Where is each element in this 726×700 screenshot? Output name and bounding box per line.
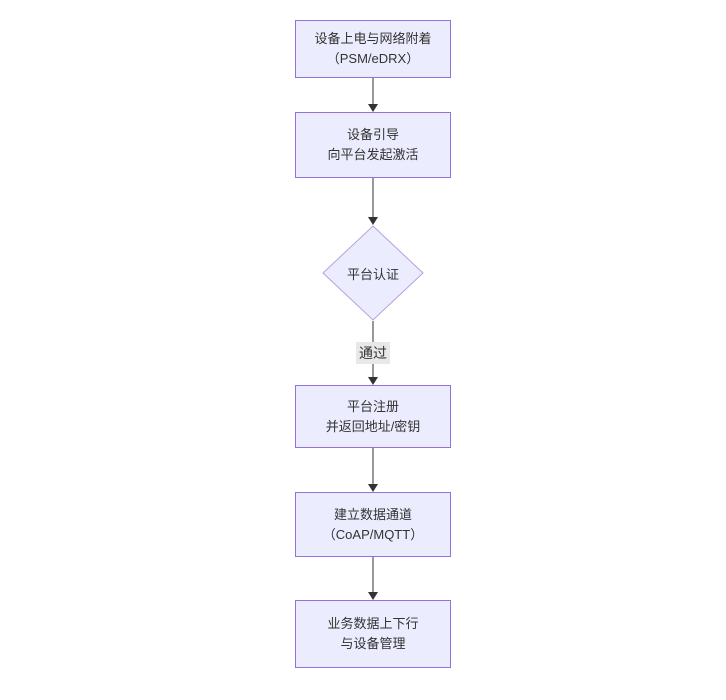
arrow-register-to-channel [367,448,379,492]
node-text-line: 平台认证 [346,266,399,282]
diamond-shape-icon [322,225,424,321]
node-business-data: 业务数据上下行 与设备管理 [295,600,451,668]
arrow-power-to-bootstrap [367,78,379,112]
node-text-line: （PSM/eDRX） [326,51,420,66]
node-text-line: 设备上电与网络附着 [314,31,432,46]
node-power-attach: 设备上电与网络附着 （PSM/eDRX） [295,20,451,78]
node-platform-register: 平台注册 并返回地址/密钥 [295,385,451,448]
node-text-line: 与设备管理 [340,636,406,651]
node-text-line: 向平台发起激活 [327,147,419,162]
edge-line [372,557,374,595]
node-text-line: 设备引导 [346,127,399,142]
edge-line [372,448,374,487]
node-text-line: 业务数据上下行 [327,616,419,631]
arrowhead-icon [368,217,378,225]
arrowhead-icon [368,484,378,492]
node-text-line: 并返回地址/密钥 [325,418,421,434]
arrowhead-icon [368,104,378,112]
node-data-channel: 建立数据通道 （CoAP/MQTT） [295,492,451,557]
arrow-bootstrap-to-auth [367,178,379,225]
arrowhead-icon [368,592,378,600]
node-platform-auth: 平台认证 [322,225,424,321]
arrow-channel-to-business [367,557,379,600]
edge-line [372,78,374,107]
edge-label-pass: 通过 [356,342,390,364]
node-text-line: 建立数据通道 [333,506,412,522]
edge-line [372,178,374,220]
node-bootstrap: 设备引导 向平台发起激活 [295,112,451,178]
arrowhead-icon [368,377,378,385]
node-text-line: （CoAP/MQTT） [322,526,424,542]
node-text-line: 平台注册 [346,398,399,414]
